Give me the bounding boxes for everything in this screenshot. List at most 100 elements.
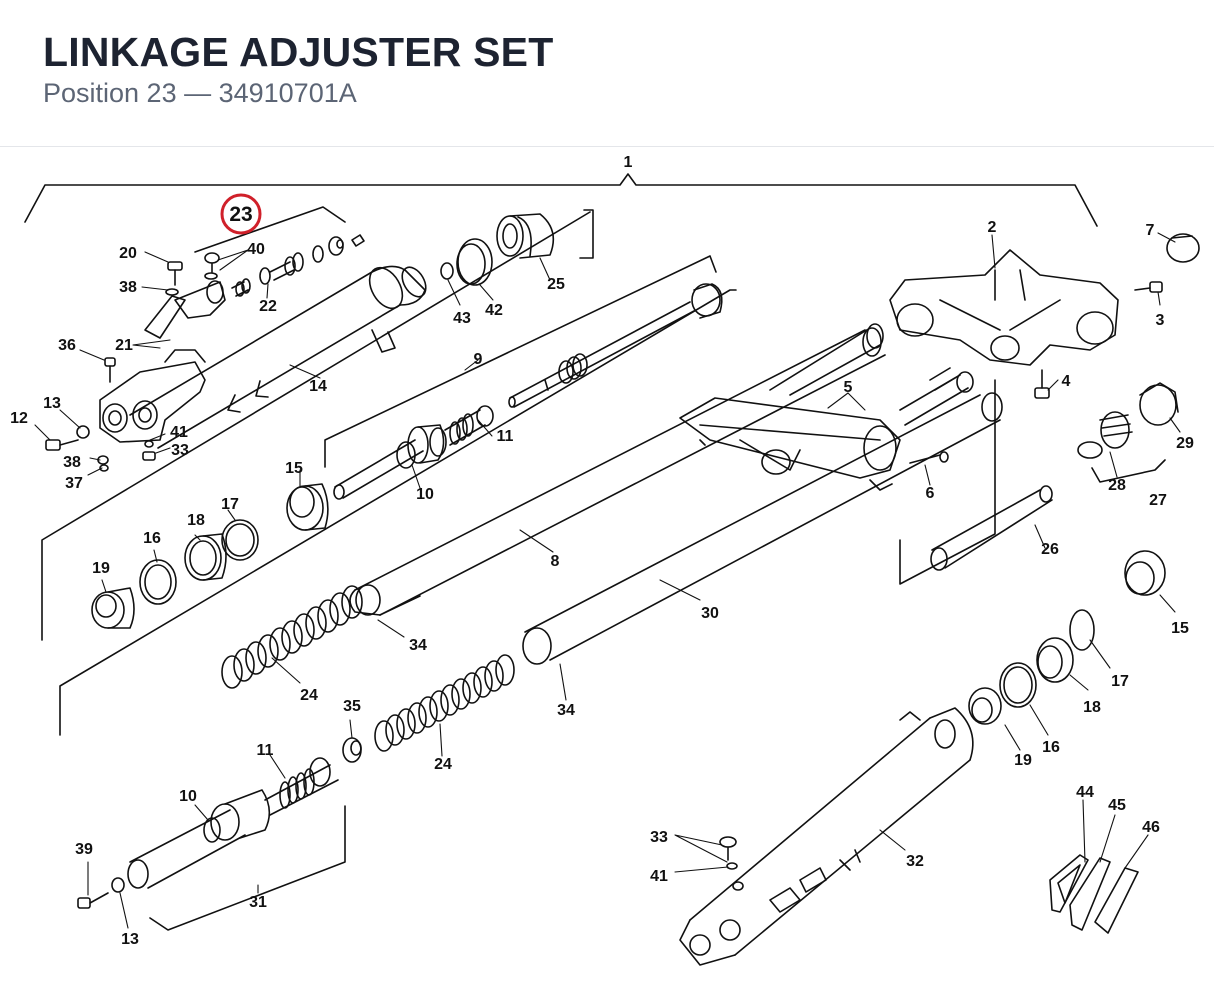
part-15-19-seal-kit-right: [968, 550, 1166, 725]
leader-lines: [34, 232, 1181, 929]
part-24-spring-lower: [374, 654, 515, 752]
callout-2[interactable]: 2: [988, 219, 997, 236]
callout-3[interactable]: 3: [1156, 312, 1165, 329]
page-title: LINKAGE ADJUSTER SET: [43, 29, 554, 75]
callout-34-upper[interactable]: 34: [409, 637, 427, 654]
part-30-fork-tube: [522, 392, 1003, 665]
callout-24-upper[interactable]: 24: [300, 687, 318, 704]
part-12-13-bolt-washer: [45, 425, 90, 451]
callout-33-upper[interactable]: 33: [171, 442, 189, 459]
part-8-fork-tube: [349, 327, 886, 616]
callout-10-upper[interactable]: 10: [416, 486, 434, 503]
part-34-tube-lower: [379, 595, 421, 616]
callout-24-lower[interactable]: 24: [434, 756, 452, 773]
callout-35[interactable]: 35: [343, 698, 361, 715]
callout-25[interactable]: 25: [547, 276, 565, 293]
callout-1[interactable]: 1: [624, 154, 633, 171]
callout-10-lower[interactable]: 10: [179, 788, 197, 805]
callout-9[interactable]: 9: [474, 351, 483, 368]
callout-34-lower[interactable]: 34: [557, 702, 575, 719]
callout-29[interactable]: 29: [1176, 435, 1194, 452]
part-14-fork-tube-assembly: [99, 265, 427, 449]
part-5-stanchions: [769, 323, 974, 464]
part-32-fork-leg: [679, 707, 974, 966]
callout-20[interactable]: 20: [119, 245, 137, 262]
callout-7[interactable]: 7: [1146, 222, 1155, 239]
callout-38-upper[interactable]: 38: [119, 279, 137, 296]
part-5-lower-crown: [679, 397, 901, 491]
callout-14[interactable]: 14: [309, 378, 327, 395]
callout-31[interactable]: 31: [249, 894, 267, 911]
callout-16-left[interactable]: 16: [143, 530, 161, 547]
header-divider: [0, 146, 1214, 147]
highlight-label: 23: [229, 203, 252, 226]
group-bracket-1: [24, 173, 1098, 227]
callout-11-upper[interactable]: 11: [497, 428, 514, 445]
callout-41-upper[interactable]: 41: [170, 424, 188, 441]
callout-32[interactable]: 32: [906, 853, 924, 870]
callout-17-right[interactable]: 17: [1111, 673, 1129, 690]
callout-18-left[interactable]: 18: [187, 512, 205, 529]
callout-28[interactable]: 28: [1108, 477, 1126, 494]
part-7-cap: [1166, 233, 1200, 263]
callout-40[interactable]: 40: [247, 241, 265, 258]
part-15-19-seal-kit-left: [91, 483, 329, 629]
callout-8[interactable]: 8: [551, 553, 560, 570]
part-10-11-cartridge: [333, 405, 494, 500]
callout-33-lower[interactable]: 33: [650, 829, 668, 846]
callout-21[interactable]: 21: [115, 337, 133, 354]
callout-43[interactable]: 43: [453, 310, 471, 327]
group-bracket-26: [899, 379, 996, 585]
part-9-damper-rod: [508, 283, 723, 408]
part-26-tube: [930, 485, 1053, 571]
callout-13-lower[interactable]: 13: [121, 931, 139, 948]
callout-36[interactable]: 36: [58, 337, 76, 354]
callout-5[interactable]: 5: [844, 379, 853, 396]
callout-13-upper[interactable]: 13: [43, 395, 61, 412]
part-23-adjuster-set: [165, 206, 365, 297]
part-39-13-bolt-washer: [77, 877, 125, 909]
callout-44[interactable]: 44: [1076, 784, 1094, 801]
part-2-upper-crown: [889, 249, 1119, 366]
callout-4[interactable]: 4: [1062, 373, 1071, 390]
callout-19-right[interactable]: 19: [1014, 752, 1032, 769]
callout-38-lower[interactable]: 38: [63, 454, 81, 471]
callout-18-right[interactable]: 18: [1083, 699, 1101, 716]
callout-11-lower[interactable]: 11: [257, 742, 274, 759]
callout-19-left[interactable]: 19: [92, 560, 110, 577]
callout-15-left[interactable]: 15: [285, 460, 303, 477]
callout-46[interactable]: 46: [1142, 819, 1160, 836]
part-43-42-25-rings: [440, 209, 594, 286]
callout-26[interactable]: 26: [1041, 541, 1059, 558]
callout-39[interactable]: 39: [75, 841, 93, 858]
callout-41-lower[interactable]: 41: [650, 868, 668, 885]
part-3-bolt: [1134, 281, 1163, 293]
page-subtitle: Position 23 — 34910701A: [43, 78, 357, 108]
highlight-callout-23[interactable]: 23: [220, 193, 262, 235]
highlight-ring: [220, 193, 262, 235]
part-37-38-41-33-fasteners: [97, 440, 156, 472]
callout-27[interactable]: 27: [1149, 492, 1167, 509]
callout-12[interactable]: 12: [10, 410, 28, 427]
part-44-45-46-pads: [1049, 854, 1139, 934]
callout-6[interactable]: 6: [926, 485, 935, 502]
part-36-bolt: [104, 357, 116, 383]
callout-30[interactable]: 30: [701, 605, 719, 622]
part-31-cartridge-lower: [127, 757, 339, 889]
group-bracket-31: [149, 805, 346, 931]
group-bracket-14: [41, 211, 591, 641]
part-27-28-29-cap-assembly: [1077, 382, 1179, 483]
callout-37[interactable]: 37: [65, 475, 83, 492]
callout-42[interactable]: 42: [485, 302, 503, 319]
callout-17-left[interactable]: 17: [221, 496, 239, 513]
callout-16-right[interactable]: 16: [1042, 739, 1060, 756]
callout-22[interactable]: 22: [259, 298, 277, 315]
callout-45[interactable]: 45: [1108, 797, 1126, 814]
callout-15-right[interactable]: 15: [1171, 620, 1189, 637]
part-4-bolt: [1034, 369, 1050, 399]
page-header: LINKAGE ADJUSTER SET Position 23 — 34910…: [0, 0, 1214, 147]
group-bracket-9: [324, 255, 717, 468]
part-24-spring-upper: [221, 585, 363, 689]
group-bracket-8: [59, 289, 737, 736]
